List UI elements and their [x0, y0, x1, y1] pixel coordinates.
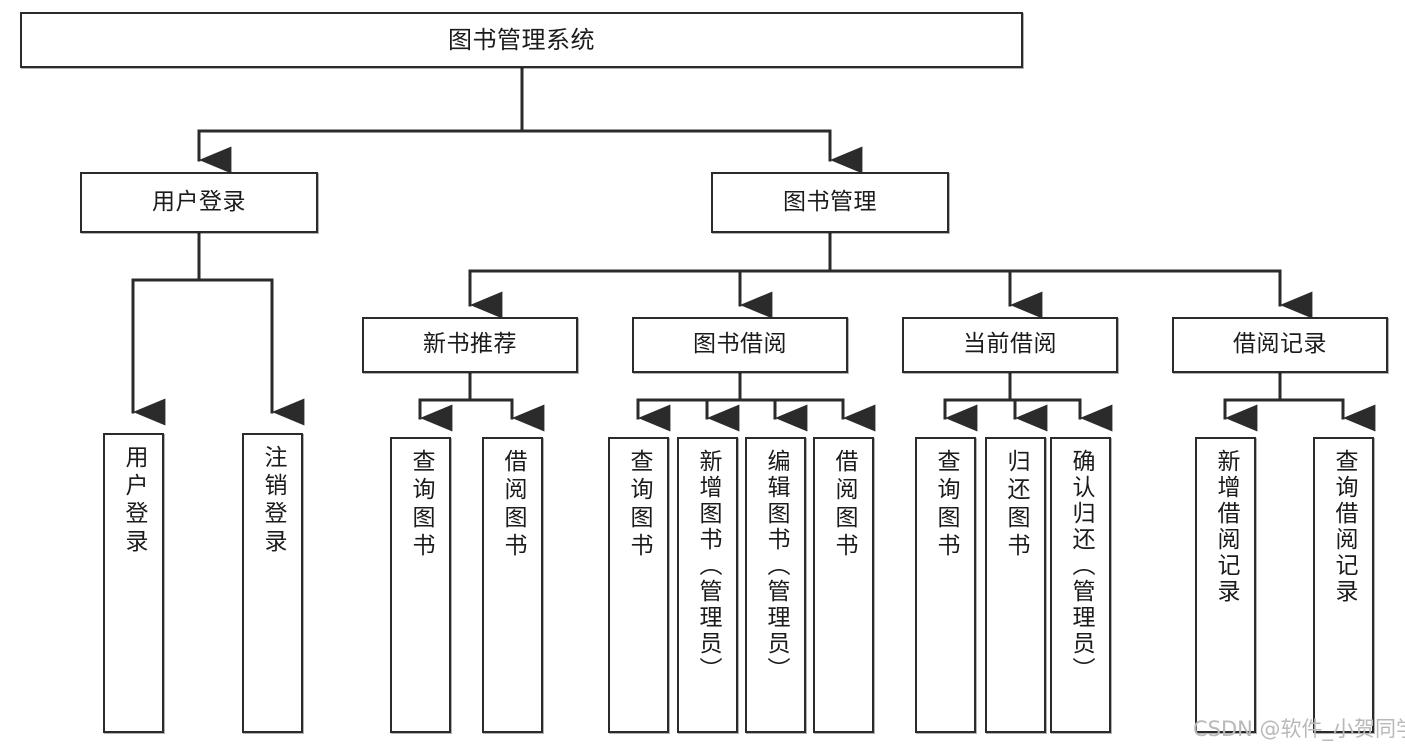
leaf-book-borrow-add[interactable]: 新增图书（管理员） [677, 437, 738, 733]
node-label: 用户登录 [121, 445, 147, 557]
node-new-book-recommend[interactable]: 新书推荐 [362, 317, 578, 373]
leaf-user-login-login[interactable]: 用户登录 [103, 433, 164, 733]
node-label: 当前借阅 [963, 331, 1057, 358]
node-label: 借阅记录 [1233, 331, 1327, 358]
node-borrow-record[interactable]: 借阅记录 [1172, 317, 1388, 373]
node-label: 新书推荐 [423, 331, 517, 358]
node-label: 借阅图书 [831, 449, 857, 561]
leaf-book-borrow-query[interactable]: 查询图书 [608, 437, 669, 733]
node-label: 图书借阅 [693, 331, 787, 358]
leaf-user-login-logout[interactable]: 注销登录 [242, 433, 303, 733]
node-label: 查询图书 [626, 449, 652, 561]
node-label: 新增借阅记录 [1213, 449, 1239, 605]
node-root-system[interactable]: 图书管理系统 [20, 12, 1023, 68]
leaf-borrow-record-query[interactable]: 查询借阅记录 [1313, 437, 1374, 733]
leaf-current-borrow-confirm-return[interactable]: 确认归还（管理员） [1050, 437, 1111, 733]
node-label: 查询图书 [408, 449, 434, 561]
node-book-management[interactable]: 图书管理 [711, 172, 949, 233]
node-user-login[interactable]: 用户登录 [80, 172, 318, 233]
node-current-borrow[interactable]: 当前借阅 [902, 317, 1118, 373]
node-book-borrow[interactable]: 图书借阅 [632, 317, 848, 373]
node-label: 图书管理 [783, 188, 877, 215]
node-label: 用户登录 [152, 188, 246, 215]
node-label: 查询借阅记录 [1331, 449, 1357, 605]
leaf-current-borrow-query[interactable]: 查询图书 [915, 437, 976, 733]
node-label: 确认归还（管理员） [1068, 449, 1094, 683]
node-label: 归还图书 [1003, 449, 1029, 561]
leaf-book-borrow-borrow[interactable]: 借阅图书 [813, 437, 874, 733]
leaf-new-book-query[interactable]: 查询图书 [390, 437, 451, 733]
node-label: 查询图书 [933, 449, 959, 561]
node-label: 新增图书（管理员） [695, 449, 721, 683]
leaf-borrow-record-add[interactable]: 新增借阅记录 [1195, 437, 1256, 733]
node-label: 借阅图书 [500, 449, 526, 561]
node-label: 注销登录 [260, 445, 286, 557]
leaf-book-borrow-edit[interactable]: 编辑图书（管理员） [745, 437, 806, 733]
leaf-new-book-borrow[interactable]: 借阅图书 [482, 437, 543, 733]
node-label: 图书管理系统 [448, 25, 595, 54]
leaf-current-borrow-return[interactable]: 归还图书 [985, 437, 1046, 733]
node-label: 编辑图书（管理员） [763, 449, 789, 683]
